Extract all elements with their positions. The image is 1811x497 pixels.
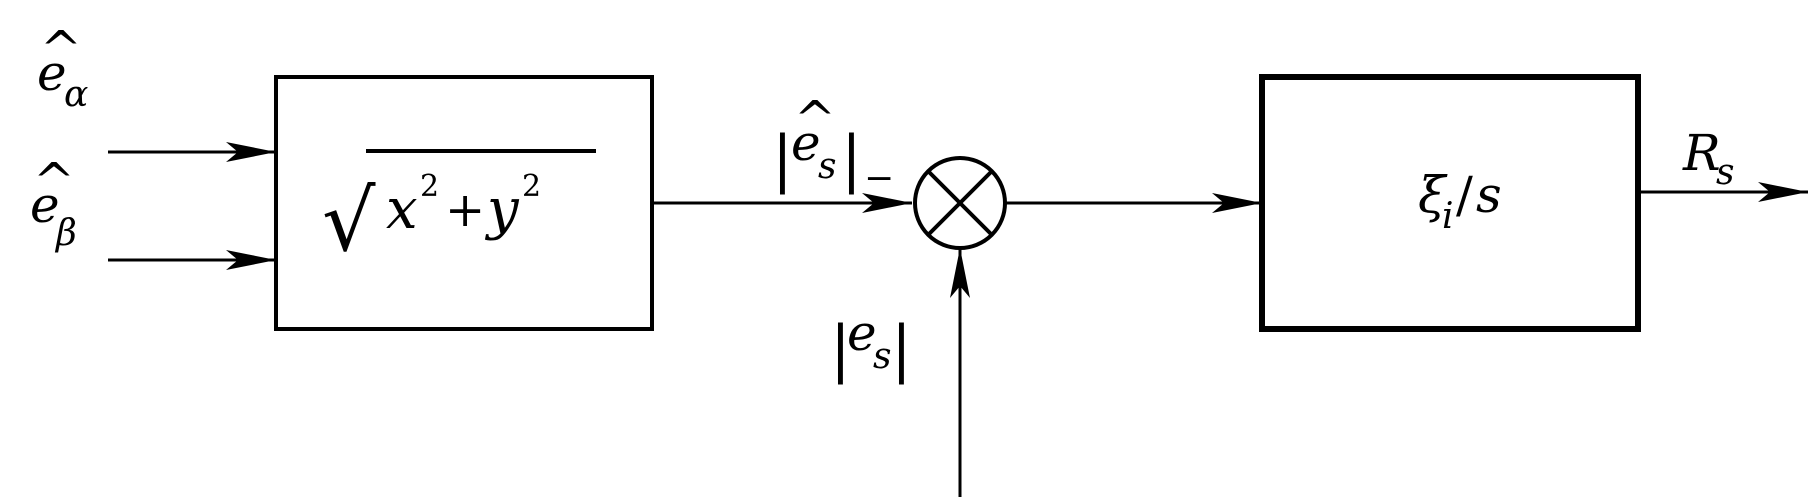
ref-subscript: s (873, 336, 891, 377)
estimated-magnitude-label: | e ^ s | − (772, 90, 894, 199)
est-bar-right: | (841, 122, 862, 195)
integrator-xi: ξ (1418, 166, 1448, 224)
est-hat: ^ (794, 90, 836, 148)
est-base: e (791, 114, 821, 172)
est-bar-left: | (772, 122, 793, 195)
e-alpha-subscript: α (64, 74, 88, 115)
reference-magnitude-label: | e s | (830, 304, 912, 385)
minus-sign: − (864, 158, 894, 199)
integrator-block (1259, 74, 1641, 332)
est-subscript: s (818, 146, 836, 187)
output-subscript: s (1716, 152, 1734, 193)
input-label-e-beta: e ^ β (30, 152, 77, 254)
input-label-e-alpha: e ^ α (37, 20, 88, 115)
e-alpha-hat: ^ (40, 20, 82, 78)
ref-bar-left: | (830, 312, 851, 385)
ref-base: e (847, 304, 877, 362)
formula-plus: + (445, 182, 485, 238)
e-beta-subscript: β (54, 213, 77, 254)
magnitude-formula: √ x 2 + y 2 (322, 149, 596, 270)
output-base: R (1682, 124, 1721, 182)
output-label-rs: R s (1682, 124, 1734, 193)
summing-junction (913, 156, 1007, 250)
integrator-s: s (1476, 166, 1502, 224)
ref-bar-right: | (891, 312, 912, 385)
radical-sign: √ (322, 172, 376, 270)
e-beta-hat: ^ (33, 152, 75, 210)
e-beta-base: e (30, 176, 60, 234)
formula-exp-y: 2 (522, 169, 541, 204)
integrator-formula: ξ i / s (1418, 166, 1502, 237)
e-alpha-base: e (37, 44, 67, 102)
formula-y: y (484, 177, 520, 242)
formula-exp-x: 2 (420, 169, 439, 204)
integrator-subscript: i (1442, 196, 1454, 237)
integrator-slash: / (1456, 166, 1473, 224)
formula-x: x (386, 177, 418, 242)
